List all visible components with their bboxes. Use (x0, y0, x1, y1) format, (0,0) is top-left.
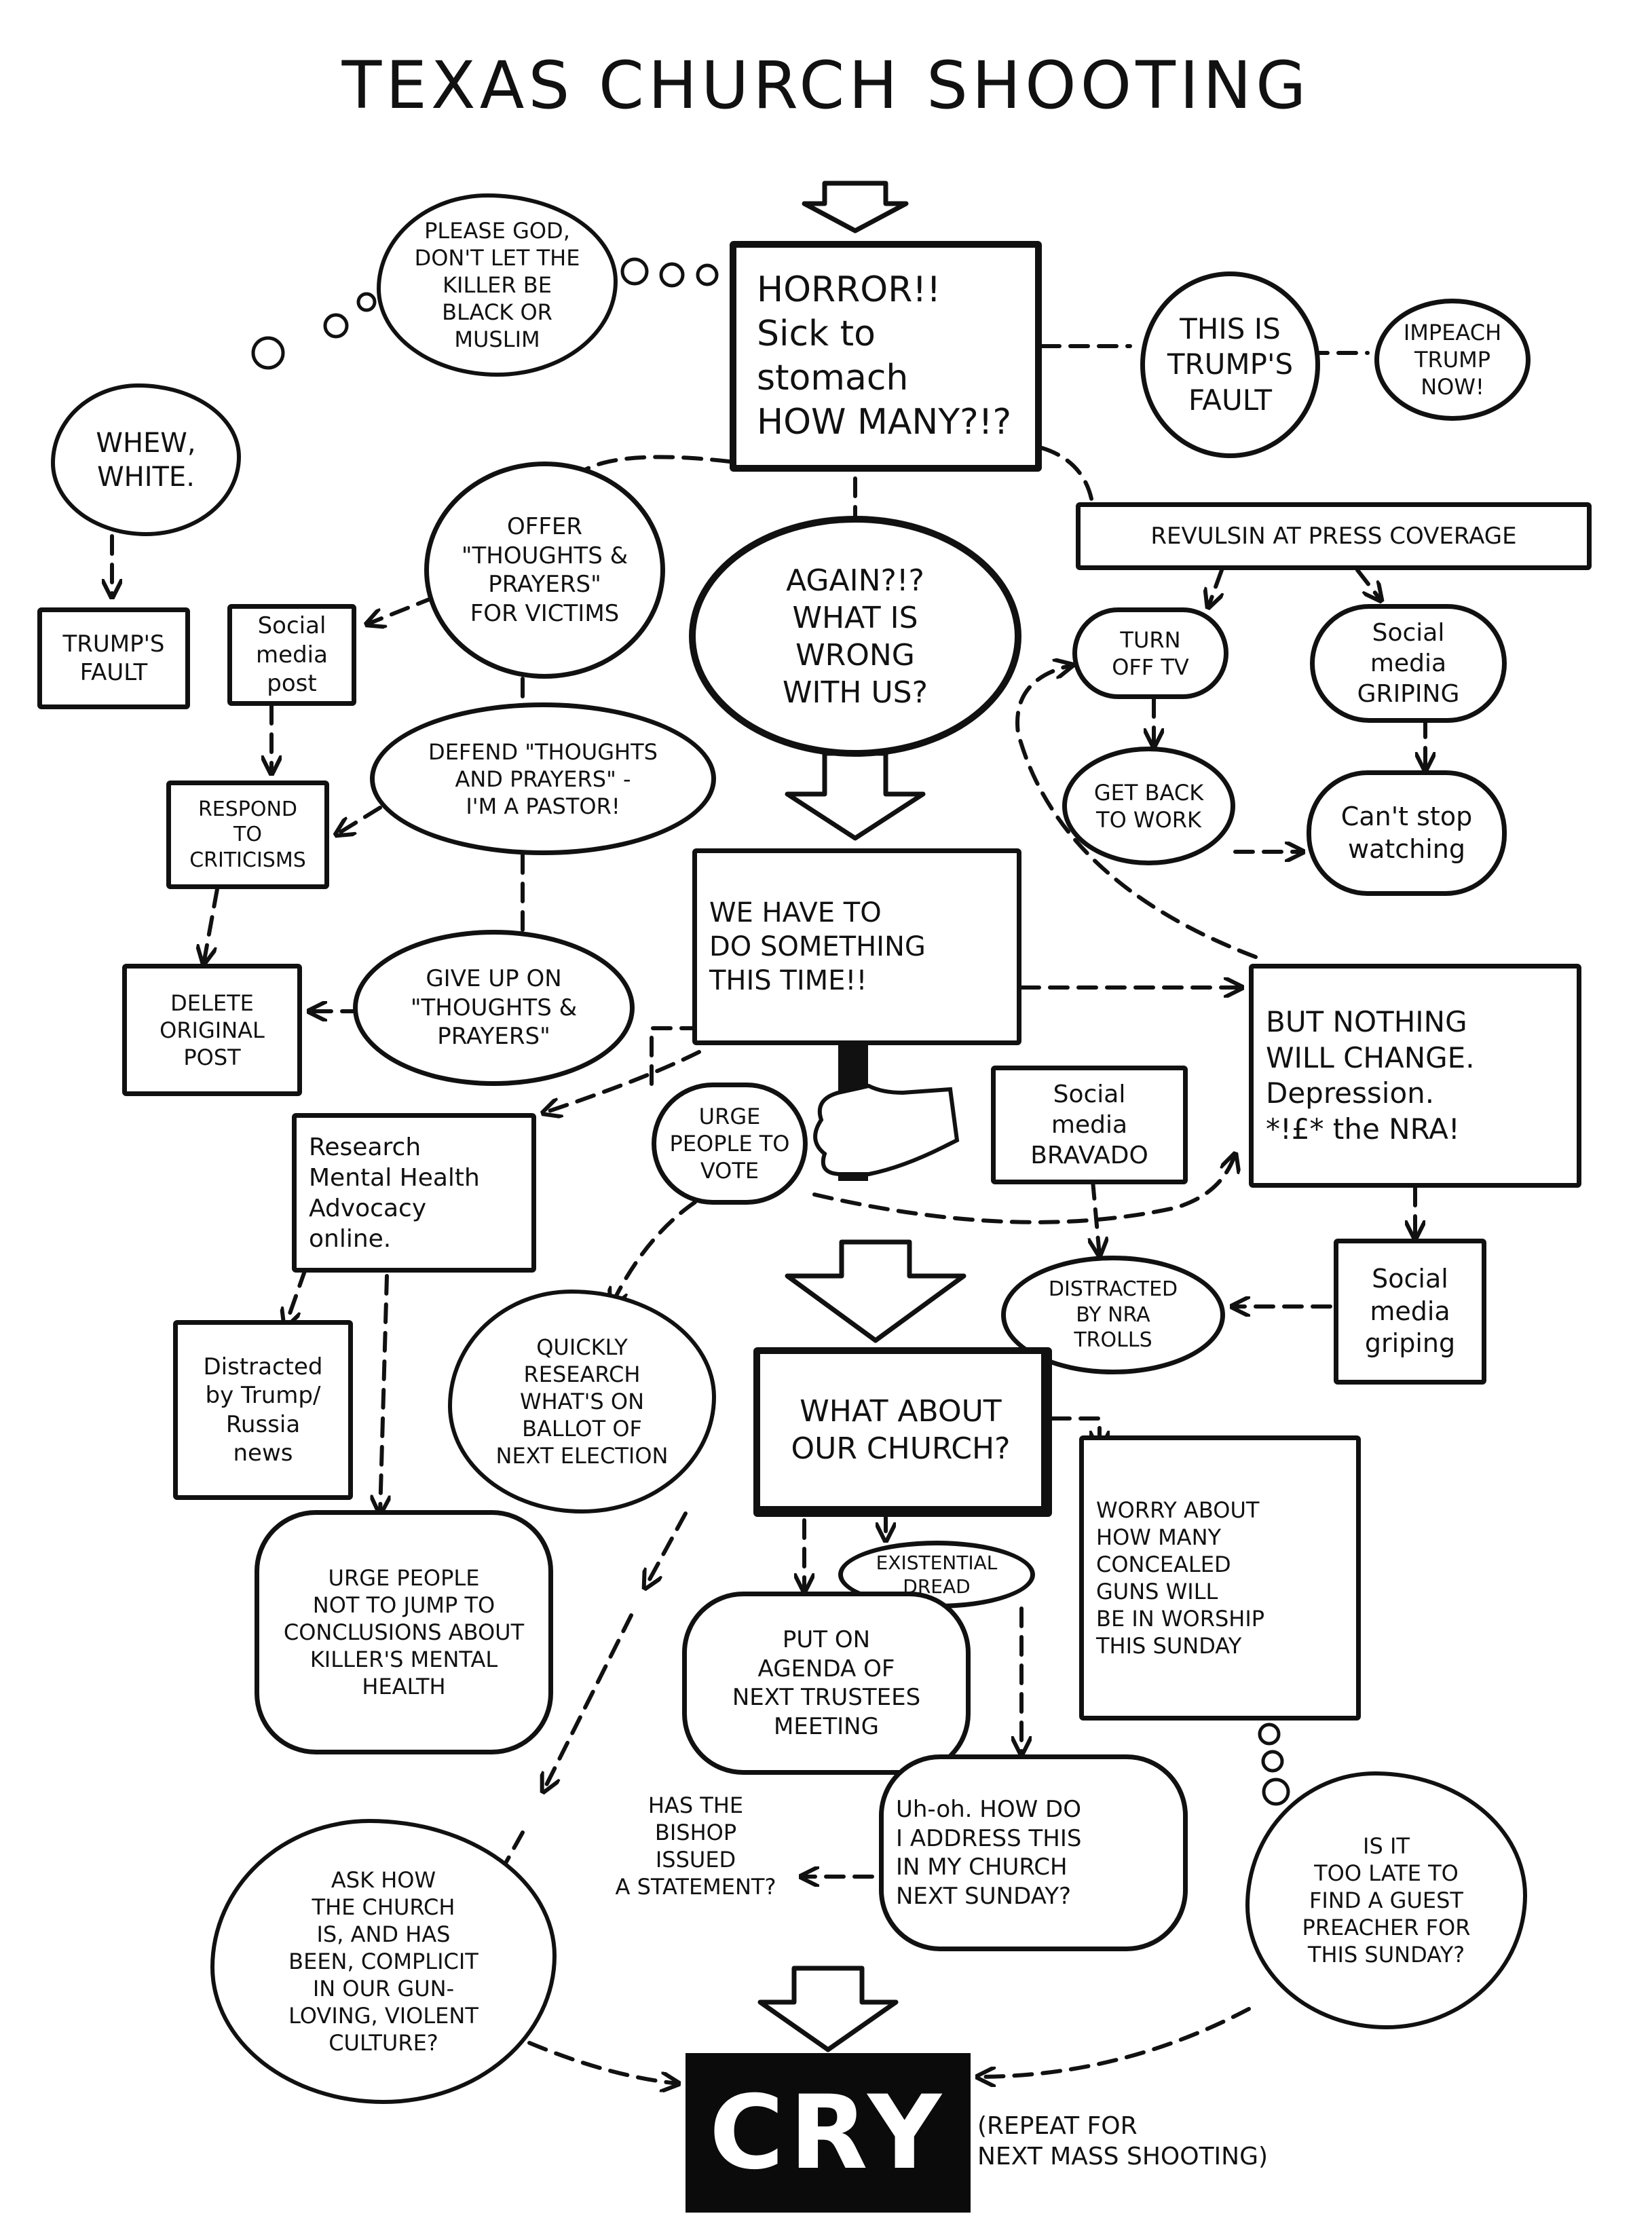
node-we-have-to: WE HAVE TO DO SOMETHING THIS TIME!! (692, 848, 1021, 1045)
node-offer-thoughts-prayers: OFFER "THOUGHTS & PRAYERS" FOR VICTIMS (424, 462, 665, 679)
page-title: TEXAS CHURCH SHOOTING (341, 48, 1311, 124)
node-horror: HORROR!! Sick to stomach HOW MANY?!? (730, 241, 1042, 472)
connector (1093, 1179, 1100, 1256)
node-urge-people-vote: URGE PEOPLE TO VOTE (652, 1083, 808, 1205)
connector (812, 1154, 1235, 1224)
node-get-back-to-work: GET BACK TO WORK (1062, 747, 1235, 865)
connector (645, 1511, 688, 1588)
connector (336, 806, 382, 835)
big-arrow-middle (785, 1239, 966, 1343)
node-social-media-post: Social media post (227, 604, 356, 706)
thought-bubble-dot (696, 263, 719, 286)
thought-bubble-dot (323, 313, 349, 339)
thought-bubble-dot (1262, 1778, 1290, 1806)
node-worry-concealed-guns: WORRY ABOUT HOW MANY CONCEALED GUNS WILL… (1079, 1435, 1361, 1721)
thought-bubble-dot (1258, 1723, 1281, 1746)
thought-please-god: PLEASE GOD, DON'T LET THE KILLER BE BLAC… (377, 193, 618, 377)
node-social-media-bravado: Social media BRAVADO (991, 1066, 1188, 1184)
node-defend-thoughts-prayers: DEFEND "THOUGHTS AND PRAYERS" - I'M A PA… (370, 702, 716, 855)
node-distracted-trump-russia: Distracted by Trump/ Russia news (173, 1320, 353, 1500)
thought-bubble-dot (1261, 1750, 1284, 1773)
connector (977, 2007, 1251, 2077)
connector (1040, 446, 1095, 508)
big-arrow-top (802, 181, 909, 233)
node-uh-oh-address: Uh-oh. HOW DO I ADDRESS THIS IN MY CHURC… (879, 1754, 1188, 1951)
node-give-up-thoughts-prayers: GIVE UP ON "THOUGHTS & PRAYERS" (353, 930, 635, 1086)
thought-bubble-dot (659, 262, 685, 288)
node-social-griping-top: Social media GRIPING (1310, 604, 1507, 723)
node-impeach-trump: IMPEACH TRUMP NOW! (1374, 299, 1531, 421)
node-social-griping-right: Social media griping (1334, 1239, 1486, 1385)
connector (1015, 665, 1258, 959)
connector (611, 1186, 721, 1307)
thought-bubble-dot (356, 292, 377, 312)
node-trumps-fault-left: TRUMP'S FAULT (37, 607, 190, 709)
big-arrow-cry (757, 1966, 899, 2052)
node-turn-off-tv: TURN OFF TV (1072, 607, 1228, 699)
node-put-on-agenda: PUT ON AGENDA OF NEXT TRUSTEES MEETING (682, 1592, 971, 1775)
node-respond-criticisms: RESPOND TO CRITICISMS (166, 781, 329, 889)
connector (285, 1267, 307, 1327)
node-revulsion-press-coverage: REVULSIN AT PRESS COVERAGE (1076, 502, 1592, 570)
node-urge-not-jump-conclusions: URGE PEOPLE NOT TO JUMP TO CONCLUSIONS A… (255, 1510, 553, 1754)
node-nothing-will-change: BUT NOTHING WILL CHANGE. Depression. *!£… (1249, 964, 1581, 1188)
connector (1208, 568, 1222, 607)
connector (1355, 568, 1381, 601)
connector (650, 1026, 701, 1088)
connector (543, 1050, 701, 1113)
node-this-is-trumps-fault: THIS IS TRUMP'S FAULT (1140, 271, 1320, 458)
connector (543, 1613, 633, 1792)
node-research-mental-health: Research Mental Health Advocacy online. (292, 1113, 536, 1273)
connector (575, 455, 732, 477)
node-ask-church-complicit: ASK HOW THE CHURCH IS, AND HAS BEEN, COM… (210, 1819, 557, 2104)
connector (367, 595, 436, 624)
thought-whew-white: WHEW, WHITE. (51, 383, 241, 536)
repeat-note: (REPEAT FOR NEXT MASS SHOOTING) (977, 2112, 1269, 2170)
connector (204, 887, 219, 964)
node-cry: CRY (686, 2053, 971, 2213)
connector (527, 2041, 679, 2084)
thought-bubble-dot (251, 336, 285, 370)
node-delete-original-post: DELETE ORIGINAL POST (122, 964, 302, 1096)
node-what-about-our-church: WHAT ABOUT OUR CHURCH? (753, 1347, 1052, 1517)
big-arrow-again (785, 751, 926, 841)
node-bishop-statement: HAS THE BISHOP ISSUED A STATEMENT? (615, 1792, 776, 1900)
node-again-what-is-wrong: AGAIN?!? WHAT IS WRONG WITH US? (689, 516, 1021, 757)
node-cant-stop-watching: Can't stop watching (1307, 770, 1507, 896)
thought-bubble-dot (620, 257, 649, 286)
node-quickly-research-ballot: QUICKLY RESEARCH WHAT'S ON BALLOT OF NEX… (448, 1290, 716, 1514)
connector (380, 1274, 387, 1514)
hand-holding-sign (813, 1083, 960, 1176)
thought-too-late-guest-preacher: IS IT TOO LATE TO FIND A GUEST PREACHER … (1245, 1771, 1527, 2029)
